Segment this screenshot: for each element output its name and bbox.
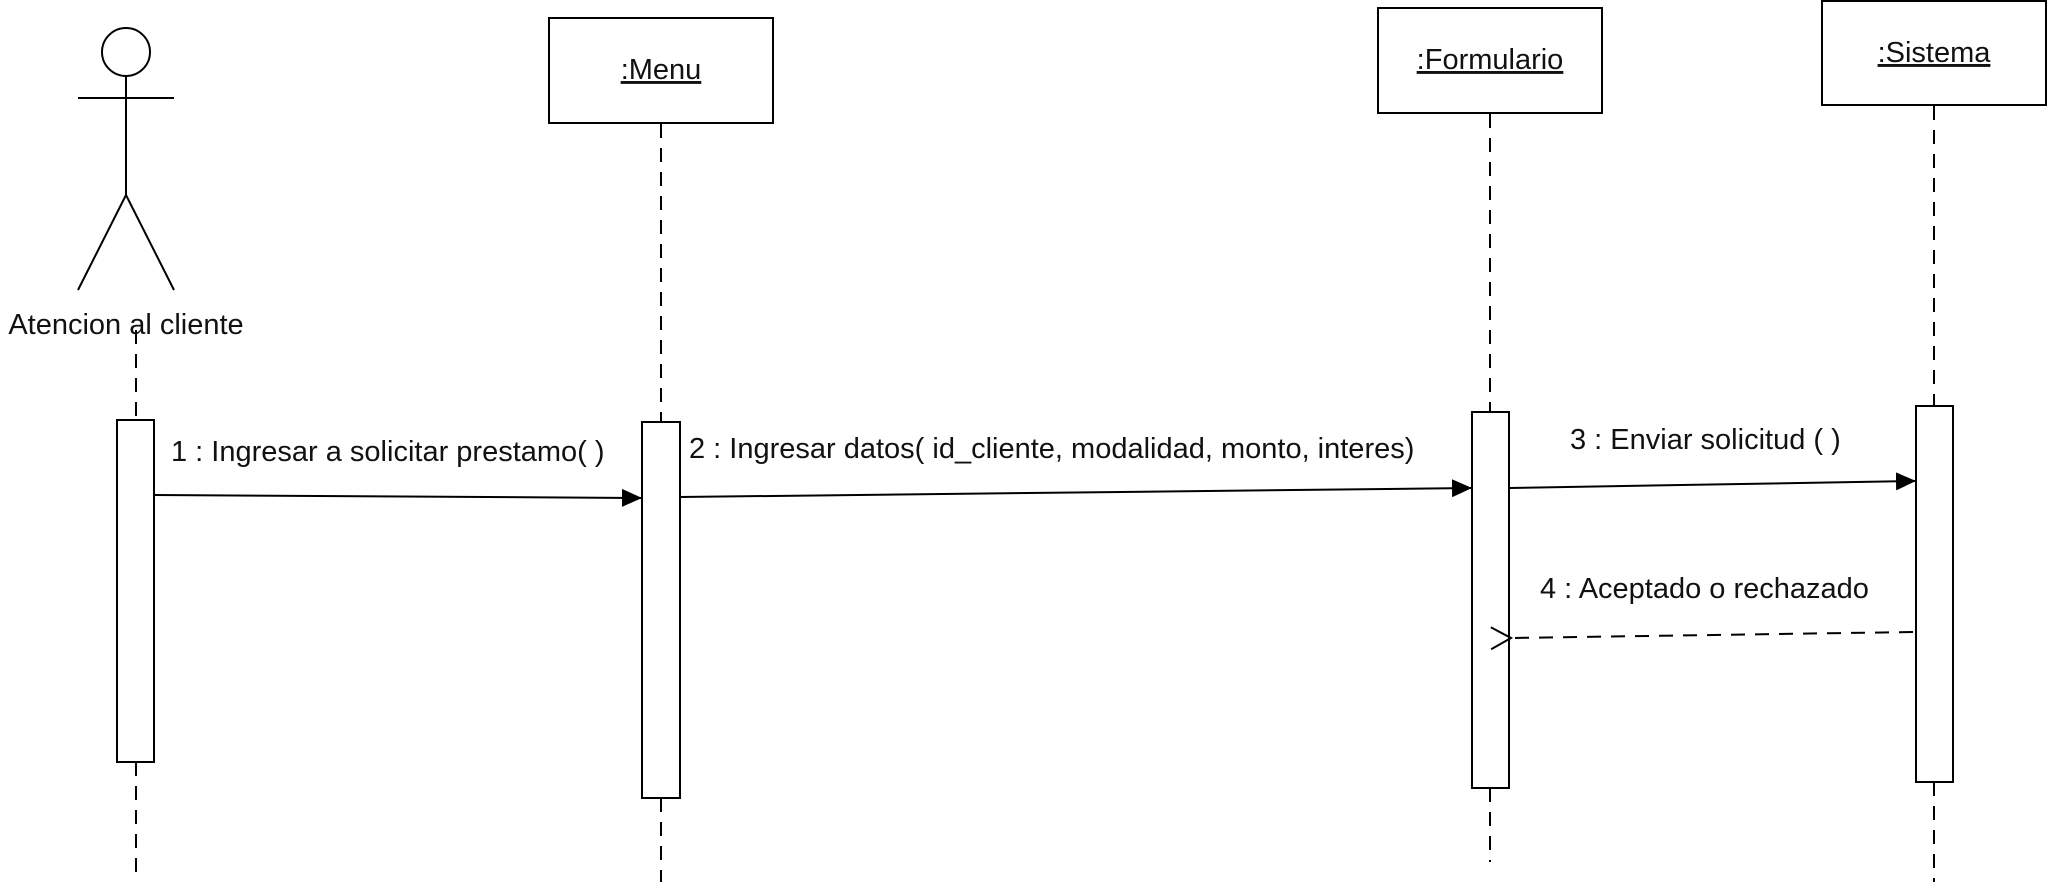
activation-bar-formulario (1471, 411, 1510, 789)
object-box (1377, 7, 1603, 114)
message-arrow (153, 488, 643, 507)
stick-figure-icon (77, 27, 175, 291)
actor-atencion-al-cliente: Atencion al cliente (8, 27, 244, 341)
activation-bar-menu (641, 421, 681, 799)
object-title: :Sistema (1878, 37, 1992, 69)
object-menu: :Menu (548, 17, 774, 124)
object-formulario: :Formulario (1377, 7, 1603, 114)
message-label: 1 : Ingresar a solicitar prestamo( ) (171, 436, 605, 468)
message-1: 1 : Ingresar a solicitar prestamo( ) (153, 436, 643, 507)
object-title: :Menu (621, 54, 702, 86)
activation-bar-actor (116, 419, 155, 763)
object-sistema: :Sistema (1821, 0, 2047, 106)
actor-name-label: Atencion al cliente (8, 309, 243, 341)
activation-bar-sistema (1915, 405, 1954, 783)
message-arrow (1508, 472, 1917, 491)
message-3: 3 : Enviar solicitud ( ) (1508, 424, 1917, 491)
message-4: 4 : Aceptado o rechazado (1511, 573, 1914, 638)
return-arrow (1511, 632, 1914, 638)
message-label: 4 : Aceptado o rechazado (1540, 573, 1869, 605)
message-arrow (679, 479, 1473, 498)
object-box (1821, 0, 2047, 106)
object-title: :Formulario (1417, 44, 1564, 76)
message-label: 3 : Enviar solicitud ( ) (1570, 424, 1841, 456)
object-box (548, 17, 774, 124)
message-label: 2 : Ingresar datos( id_cliente, modalida… (689, 433, 1414, 465)
message-2: 2 : Ingresar datos( id_cliente, modalida… (679, 433, 1473, 498)
